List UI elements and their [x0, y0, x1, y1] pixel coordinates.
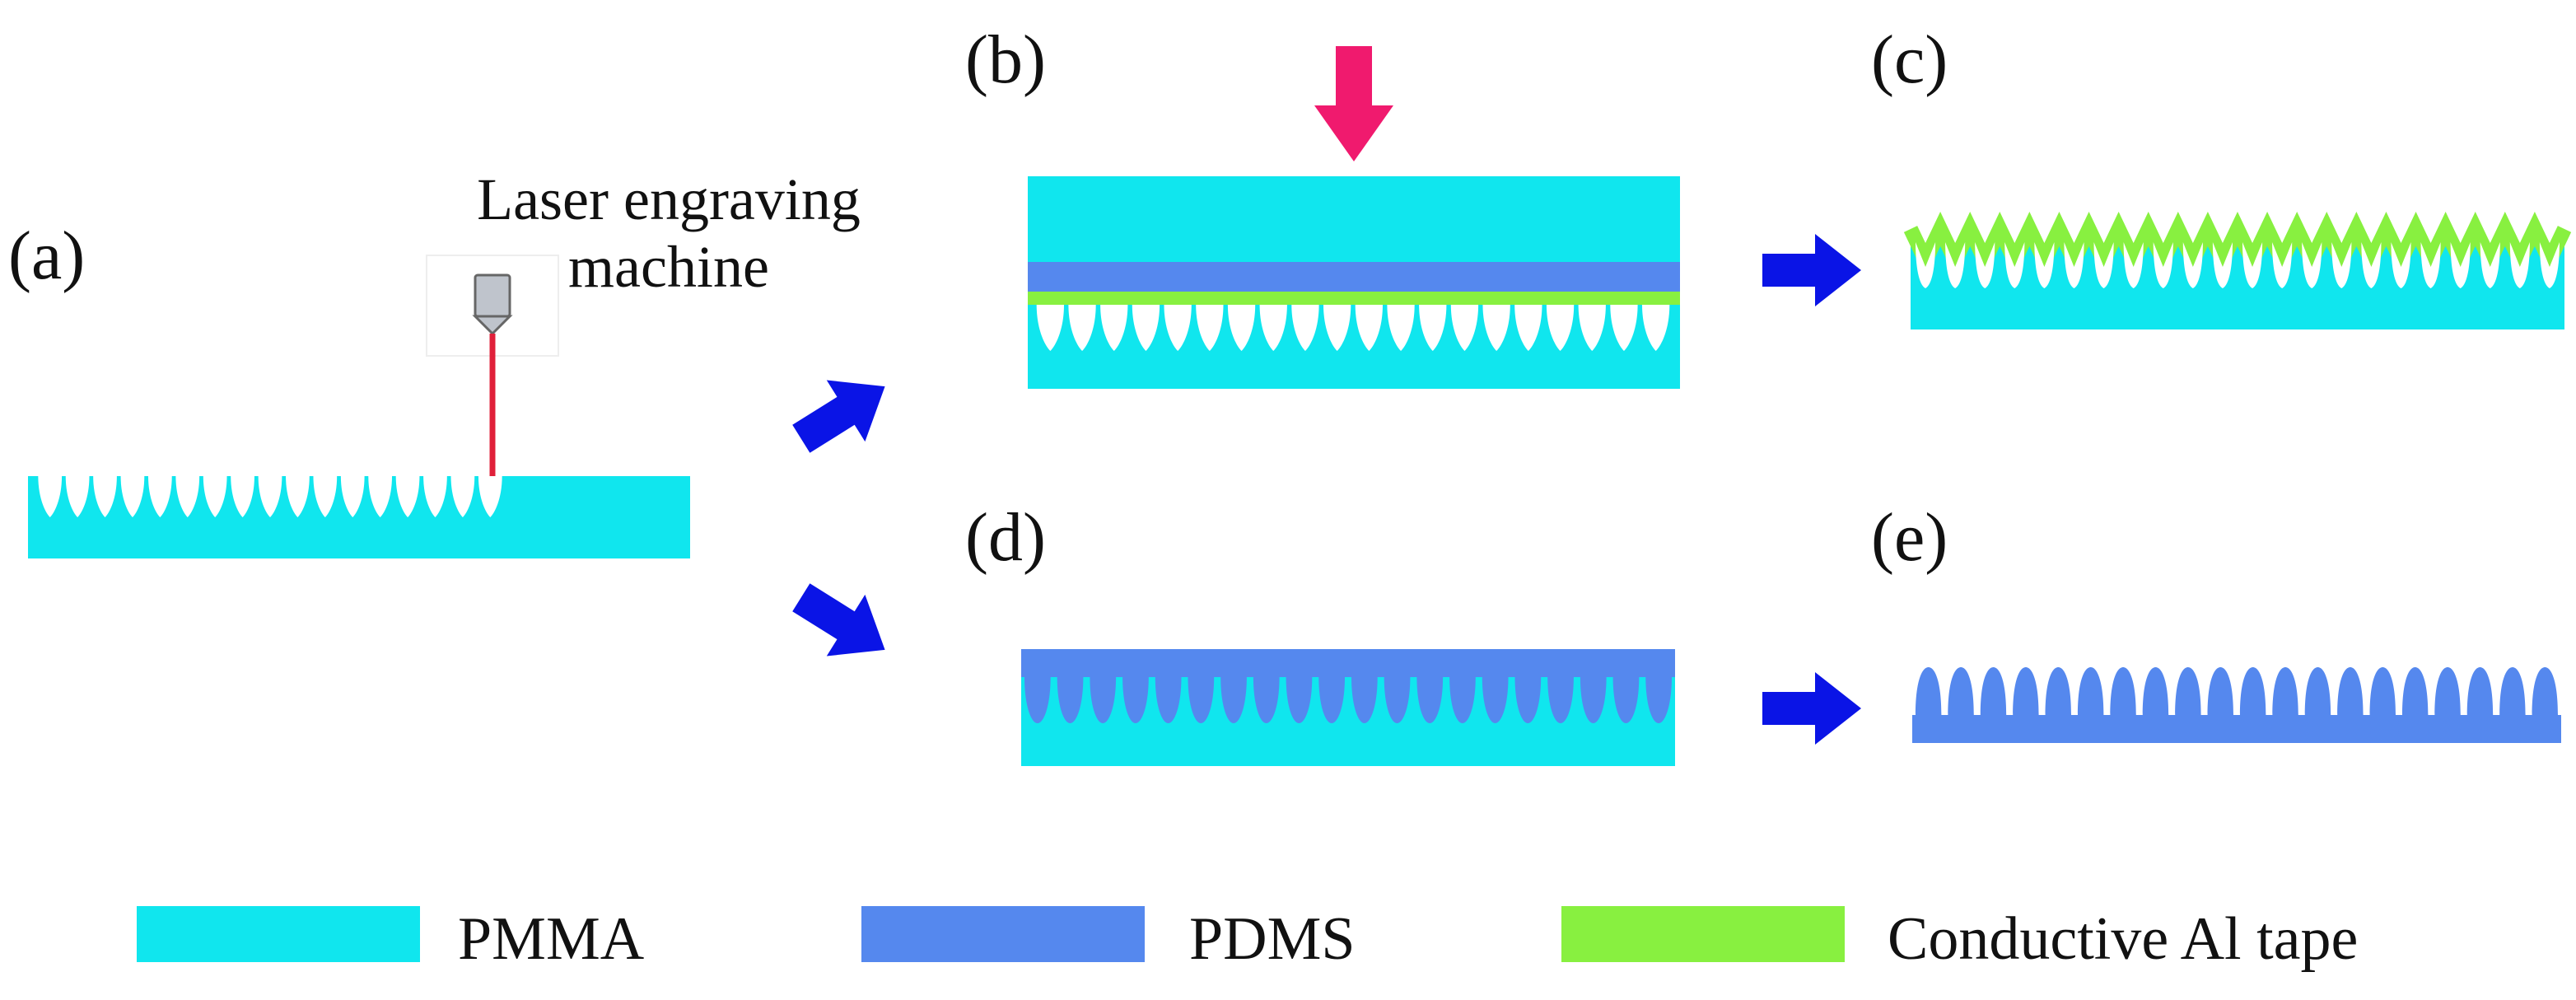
arrow-a-to-b [792, 380, 885, 453]
cavity-a [450, 476, 475, 517]
panel-label-c: (c) [1871, 21, 1948, 98]
cavity-c [2182, 242, 2203, 288]
cavity-c [2004, 242, 2025, 288]
cavity-b [1068, 305, 1096, 351]
legend-swatch-pdms [861, 906, 1145, 962]
cavity-b [1259, 305, 1287, 351]
cavity-b [1164, 305, 1192, 351]
panel-label-b: (b) [965, 21, 1046, 98]
cavity-b [1514, 305, 1542, 351]
laser-caption-line1: Laser engraving [477, 166, 861, 232]
cavity-a [313, 476, 338, 517]
cavity-b [1100, 305, 1128, 351]
cavity-c [2093, 242, 2114, 288]
cavity-c [1975, 242, 1995, 288]
cavity-a [93, 476, 117, 517]
pdms-cast-d [1021, 649, 1675, 723]
arrow-a-to-d [792, 583, 885, 657]
cavity-a [286, 476, 310, 517]
legend-swatch-pmma [137, 906, 420, 962]
cavity-c [1916, 242, 1936, 288]
cavity-c [2420, 242, 2441, 288]
cavity-c [2480, 242, 2500, 288]
cavity-b [1546, 305, 1575, 351]
cavity-a [340, 476, 365, 517]
pmma-mold-d [1021, 677, 1675, 766]
cavity-a [231, 476, 254, 517]
cavity-a [65, 476, 90, 517]
laser-caption-line2: machine [568, 234, 769, 300]
cavity-c [2331, 242, 2352, 288]
legend-label-al-tape: Conductive Al tape [1888, 905, 2358, 973]
panel-label-d: (d) [965, 499, 1046, 576]
cavity-c [2123, 242, 2144, 288]
cavity-c [2391, 242, 2411, 288]
legend-label-pmma: PMMA [458, 905, 644, 973]
cavity-c [2539, 242, 2560, 288]
pmma-top-plate-b [1028, 176, 1680, 262]
cavity-c [2272, 242, 2293, 288]
cavity-b [1419, 305, 1447, 351]
cavity-c [2450, 242, 2471, 288]
cavity-b [1196, 305, 1224, 351]
cavity-a [258, 476, 282, 517]
cavity-a [175, 476, 200, 517]
cavity-c [2064, 242, 2084, 288]
cavity-b [1642, 305, 1670, 351]
cavity-b [1387, 305, 1415, 351]
cavity-c [2242, 242, 2263, 288]
arrow-b-to-c [1762, 234, 1861, 306]
cavity-a [38, 476, 63, 517]
cavity-a [368, 476, 393, 517]
al-tape-layer-b [1028, 292, 1680, 305]
panel-label-e: (e) [1871, 499, 1948, 576]
cavity-a [395, 476, 420, 517]
cavity-b [1036, 305, 1064, 351]
cavity-a [147, 476, 172, 517]
flow-arrows [792, 234, 1861, 745]
legend-label-pdms: PDMS [1189, 905, 1356, 973]
panel-label-a: (a) [8, 217, 85, 294]
cavity-c [2302, 242, 2322, 288]
pdms-microstructure-e [1912, 667, 2561, 743]
cavity-b [1227, 305, 1256, 351]
pmma-mold-c [1911, 236, 2564, 329]
engraved-cavities-b [1036, 305, 1670, 351]
cavity-c [2361, 242, 2382, 288]
cavity-b [1578, 305, 1606, 351]
cavity-c [2509, 242, 2530, 288]
al-tape-wave-c [1903, 212, 2572, 278]
arrow-d-to-e [1762, 672, 1861, 745]
cavity-a [203, 476, 227, 517]
cavity-a [478, 476, 502, 517]
legend-swatch-al-tape [1561, 906, 1845, 962]
cavity-b [1291, 305, 1319, 351]
legend: PMMA PDMS Conductive Al tape [137, 905, 2358, 973]
cavity-b [1323, 305, 1351, 351]
cavity-b [1610, 305, 1638, 351]
cavity-c [2034, 242, 2055, 288]
cavity-c [2153, 242, 2173, 288]
cavity-c [2212, 242, 2233, 288]
cavity-c [1945, 242, 1966, 288]
pdms-layer-b [1028, 262, 1680, 292]
cavity-b [1132, 305, 1160, 351]
cavity-b [1450, 305, 1479, 351]
press-arrow [1314, 46, 1393, 161]
engraved-cavities-a [38, 476, 502, 517]
cavity-a [423, 476, 447, 517]
cavity-b [1482, 305, 1510, 351]
cavity-b [1355, 305, 1383, 351]
cavity-a [120, 476, 145, 517]
engraved-cavities-c [1916, 242, 2560, 288]
